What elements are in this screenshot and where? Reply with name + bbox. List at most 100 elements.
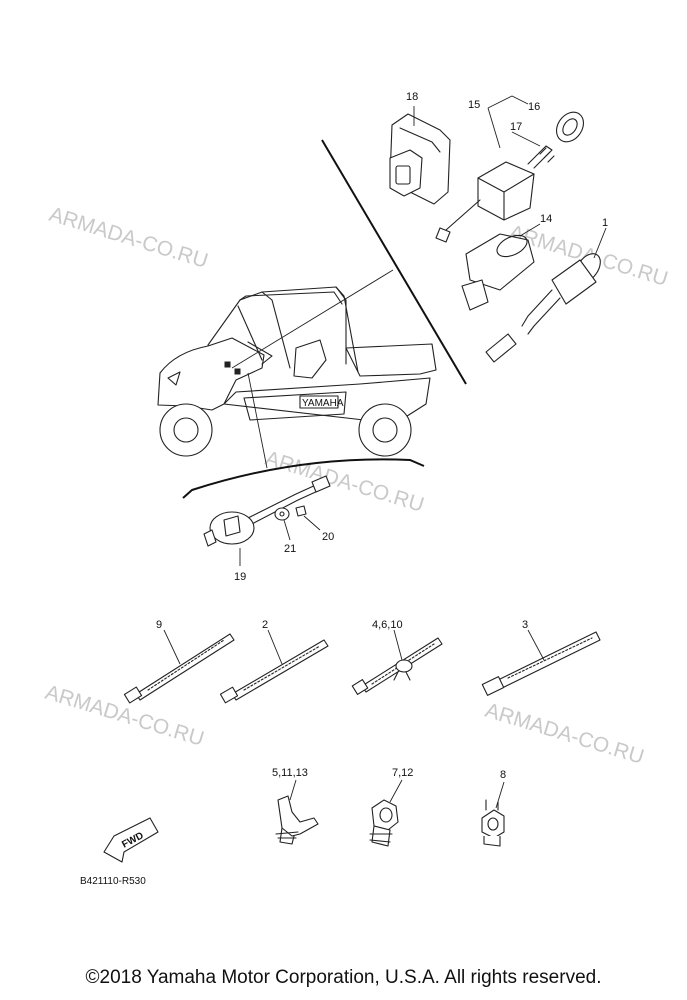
clamp-5-body bbox=[277, 795, 319, 837]
clamp-7-ring bbox=[371, 799, 399, 831]
callout-8: 8 bbox=[500, 769, 506, 781]
vehicle-badge-text: YAMAHA bbox=[302, 398, 344, 409]
clamp-5-ribs bbox=[275, 831, 299, 839]
tie-9-strap bbox=[135, 633, 235, 701]
leader-15 bbox=[487, 107, 501, 149]
part-5-11-13-clamp: 5,11,13 bbox=[272, 767, 319, 845]
callout-1: 1 bbox=[602, 217, 608, 229]
part-2-cable-tie: 2 bbox=[219, 619, 329, 704]
leader-14 bbox=[519, 223, 541, 237]
outlet-body bbox=[551, 259, 597, 305]
clamp-7-stem bbox=[371, 825, 391, 847]
part-8-clamp: 8 bbox=[481, 769, 506, 847]
callout-20: 20 bbox=[322, 531, 334, 543]
fwd-arrow: FWD bbox=[103, 817, 159, 863]
tie-3-head bbox=[481, 676, 505, 696]
part-18-switch-panel: 18 bbox=[389, 91, 451, 205]
part-location-lower bbox=[234, 368, 241, 375]
switch-shaft bbox=[445, 199, 481, 231]
tie-3-strap bbox=[493, 631, 601, 691]
side-panel bbox=[243, 391, 347, 421]
roll-cage-mid bbox=[261, 291, 291, 369]
socket-mouth bbox=[496, 234, 528, 258]
tie-2-head bbox=[219, 686, 239, 704]
lower-detail-arc bbox=[182, 458, 425, 499]
washer bbox=[274, 507, 290, 521]
leader-1 bbox=[593, 227, 607, 259]
front-wheel bbox=[159, 403, 213, 457]
callout-15: 15 bbox=[468, 99, 480, 111]
roll-cage-front bbox=[207, 286, 347, 365]
clamp-8-tabs bbox=[485, 799, 499, 811]
part-1-outlet: 1 bbox=[485, 217, 608, 363]
leader-5-11-13 bbox=[289, 779, 297, 801]
clamp-8-ring bbox=[481, 809, 505, 839]
callout-3: 3 bbox=[522, 619, 528, 631]
windshield-frame bbox=[237, 305, 263, 361]
harness-connector bbox=[311, 475, 331, 493]
leader-4-6-10 bbox=[393, 629, 403, 661]
clamp-7-hole bbox=[379, 807, 393, 823]
rear-wheel bbox=[358, 403, 412, 457]
clamp-8-base bbox=[483, 836, 501, 847]
fwd-arrow-shape bbox=[103, 817, 159, 863]
outlet-wire-a bbox=[521, 289, 553, 327]
diagram-code: B421110-R530 bbox=[80, 876, 146, 887]
outlet-wire-b bbox=[527, 297, 561, 335]
callout-17: 17 bbox=[510, 121, 522, 133]
part-7-12-clamp: 7,12 bbox=[369, 767, 413, 847]
tie-4-clip bbox=[395, 659, 413, 673]
tie-3-teeth bbox=[507, 637, 593, 679]
tie-9-teeth bbox=[147, 639, 225, 691]
vehicle-illustration: YAMAHA bbox=[157, 286, 437, 457]
callout-14: 14 bbox=[540, 213, 552, 225]
part-3-cable-tie: 3 bbox=[481, 619, 601, 696]
part-14-socket: 14 bbox=[461, 213, 552, 311]
outlet-connector bbox=[485, 333, 517, 363]
badge-plate bbox=[299, 395, 339, 409]
rear-rim bbox=[372, 417, 398, 443]
round-unit bbox=[209, 511, 255, 545]
callout-21: 21 bbox=[284, 543, 296, 555]
knob bbox=[556, 111, 584, 143]
upper-detail-arc bbox=[321, 139, 467, 385]
leader-8 bbox=[495, 781, 505, 809]
headlight bbox=[167, 371, 181, 386]
callout-7-12: 7,12 bbox=[392, 767, 413, 779]
roll-cage-rear bbox=[335, 286, 359, 373]
clamp-5-stem bbox=[279, 827, 295, 845]
front-rim bbox=[173, 417, 199, 443]
callout-5-11-13: 5,11,13 bbox=[272, 767, 308, 779]
tie-9-head bbox=[123, 686, 143, 704]
harness-wire-b bbox=[247, 489, 321, 527]
harness-wire-a bbox=[243, 483, 319, 521]
part-location-upper bbox=[224, 361, 231, 368]
seat bbox=[293, 339, 327, 379]
leader-9 bbox=[163, 629, 181, 665]
spring-stem bbox=[527, 145, 553, 169]
spring-coils bbox=[539, 147, 555, 163]
connector-socket bbox=[395, 165, 411, 185]
watermark-1: ARMADA-CO.RU bbox=[47, 203, 211, 273]
steering-wheel bbox=[247, 341, 273, 365]
callout-19: 19 bbox=[234, 571, 246, 583]
clamp-8-hole bbox=[487, 817, 499, 831]
front-body bbox=[157, 337, 265, 411]
tie-2-teeth bbox=[243, 645, 321, 691]
knob-face bbox=[562, 118, 578, 136]
washer-hole bbox=[279, 511, 285, 517]
callout-16: 16 bbox=[528, 101, 540, 113]
socket-plug bbox=[461, 279, 489, 311]
detail-brackets bbox=[182, 139, 467, 499]
leader-20 bbox=[303, 515, 321, 531]
leader-21 bbox=[283, 519, 291, 541]
leader-15-16 bbox=[487, 95, 529, 109]
cargo-bed bbox=[345, 343, 437, 377]
part-4-6-10-cable-tie-clip: 4,6,10 bbox=[351, 619, 443, 695]
round-unit-center bbox=[223, 515, 241, 537]
callout-4-6-10: 4,6,10 bbox=[372, 619, 403, 631]
callout-18: 18 bbox=[406, 91, 418, 103]
clamp-7-ribs bbox=[369, 833, 393, 843]
part-9-cable-tie: 9 bbox=[123, 619, 235, 704]
